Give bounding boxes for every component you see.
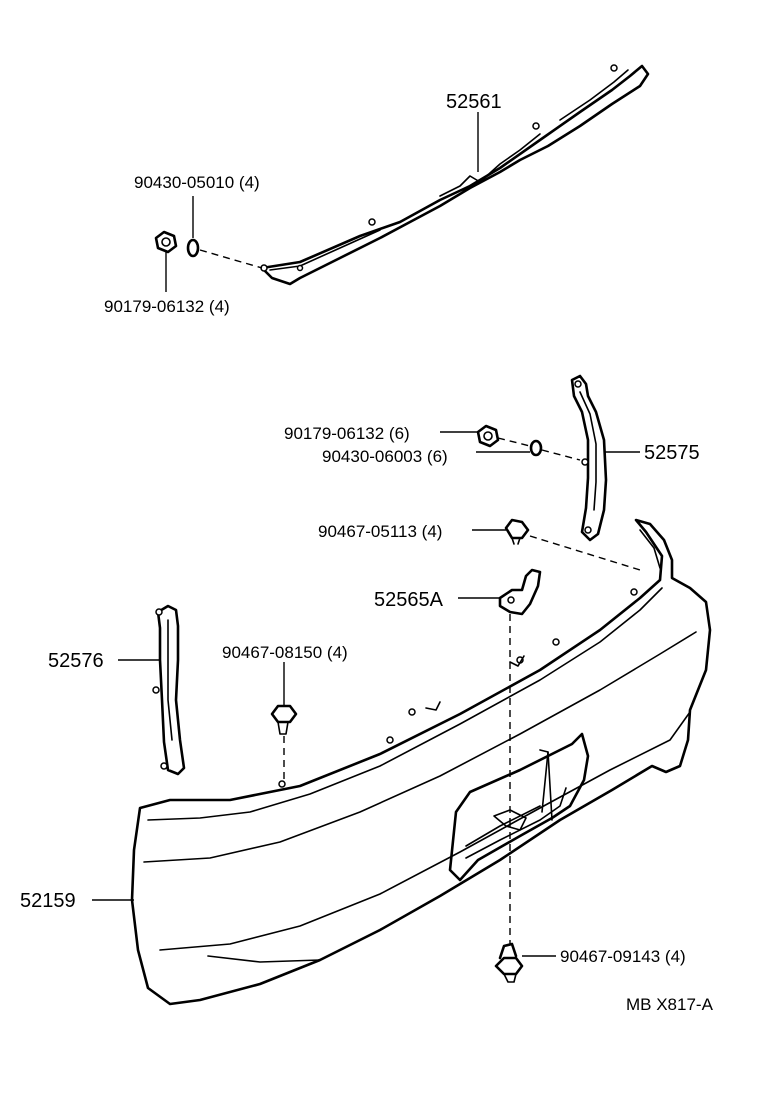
- label-52576: 52576: [48, 650, 104, 672]
- label-90430-06003: 90430-06003 (6): [322, 447, 448, 466]
- label-90467-09143: 90467-09143 (4): [560, 947, 686, 966]
- nut-90179-06132-top: [154, 230, 178, 254]
- label-52565A: 52565A: [374, 589, 444, 611]
- dashed-line-top: [199, 249, 263, 269]
- reinforcement-52561: [260, 64, 650, 286]
- washer-90430-06003: [529, 439, 543, 457]
- label-90467-08150: 90467-08150 (4): [222, 643, 348, 662]
- dashed-line-washer-bracket: [541, 449, 581, 461]
- label-90430-05010: 90430-05010 (4): [134, 173, 260, 192]
- bracket-52576: [152, 604, 186, 776]
- label-52575: 52575: [644, 442, 700, 464]
- label-90179-06132-top: 90179-06132 (4): [104, 297, 230, 316]
- reference-code: MB X817-A: [626, 995, 714, 1014]
- dashed-line-nut-washer: [497, 437, 531, 447]
- washer-90430-05010: [186, 238, 200, 258]
- bracket-52565A: [498, 568, 542, 616]
- nut-90179-06132-mid: [476, 424, 500, 448]
- clip-90467-08150: [270, 704, 298, 735]
- bracket-52575: [570, 374, 608, 542]
- label-90179-06132-mid: 90179-06132 (6): [284, 424, 410, 443]
- dashed-line-clip-bumper: [529, 535, 641, 571]
- label-90467-05113: 90467-05113 (4): [318, 522, 442, 541]
- bumper-cover-52159: [130, 518, 712, 1006]
- clip-90467-05113: [504, 518, 530, 545]
- clip-90467-09143: [494, 942, 524, 983]
- label-52561: 52561: [446, 91, 502, 113]
- label-52159: 52159: [20, 890, 76, 912]
